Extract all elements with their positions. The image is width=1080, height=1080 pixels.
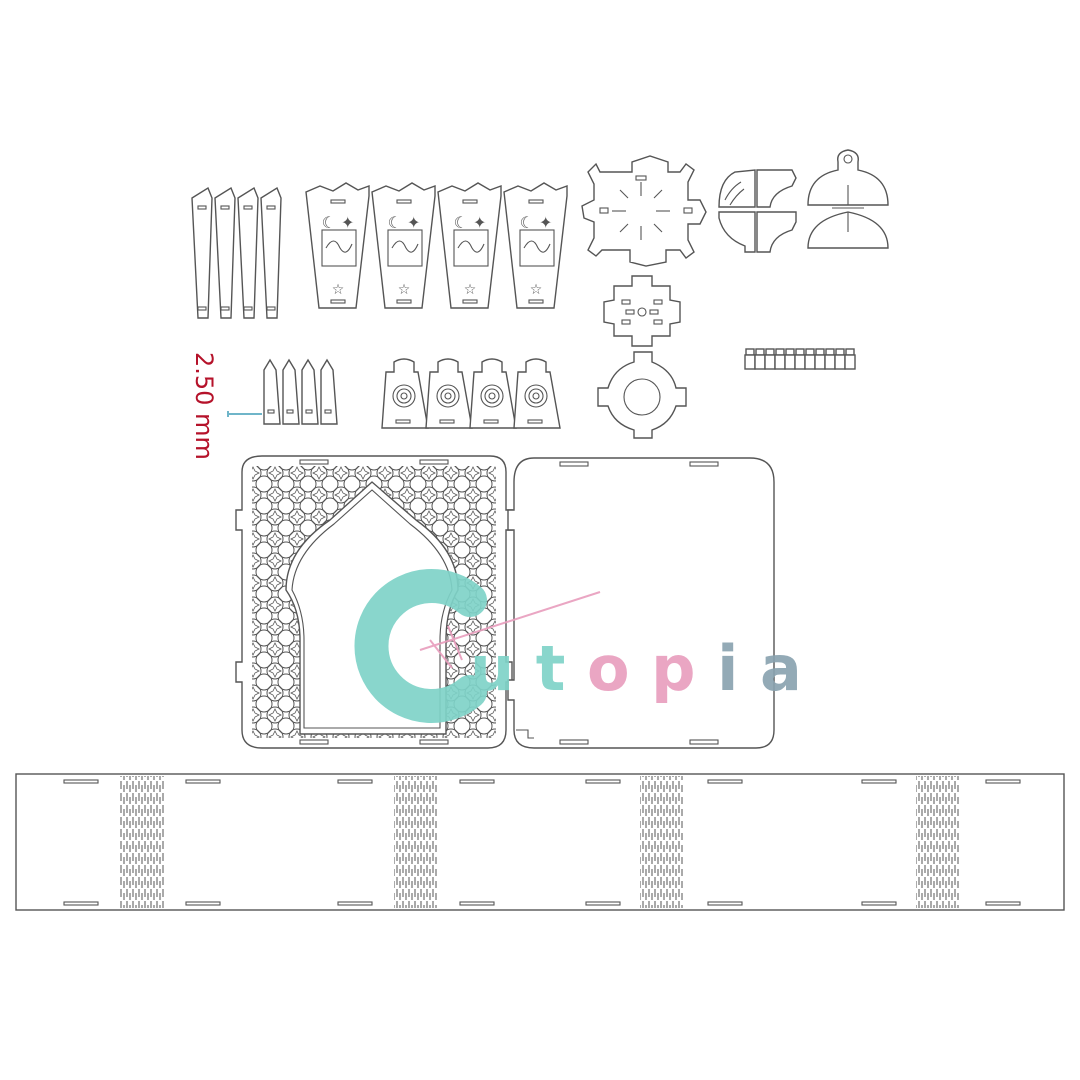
wm-letter-i: i	[717, 632, 738, 705]
svg-text:☾ ✦: ☾ ✦	[520, 213, 553, 232]
svg-text:☆: ☆	[398, 282, 411, 298]
dimension-annotation: 2.50 mm	[190, 352, 262, 460]
wm-letter-u: u	[470, 632, 514, 705]
quarter-fan-pieces	[718, 169, 797, 253]
wm-letter-p: p	[651, 632, 695, 705]
gear-ring-plate	[597, 351, 687, 439]
hanger-dome-pieces	[807, 149, 889, 249]
medallion-panel	[469, 358, 517, 429]
medallion-panels	[381, 358, 561, 429]
medallion-panel	[381, 358, 429, 429]
medallion-panel	[513, 358, 561, 429]
medallion-panel	[425, 358, 473, 429]
calligraphy-panel: ☾ ✦ ☆	[503, 182, 568, 309]
living-hinge-band	[15, 773, 1065, 911]
plain-door	[507, 457, 775, 749]
tall-legs	[191, 186, 282, 319]
brand-watermark: u t o p i a	[354, 569, 802, 723]
svg-text:☆: ☆	[332, 282, 345, 298]
watermark-c-mark	[354, 569, 487, 723]
dimension-label: 2.50 mm	[190, 352, 218, 460]
wm-letter-t: t	[536, 632, 566, 705]
peg-strip	[744, 348, 856, 370]
calligraphy-panel: ☾ ✦ ☆	[437, 182, 502, 309]
svg-text:☆: ☆	[530, 282, 543, 298]
calligraphy-panel: ☾ ✦ ☆	[371, 182, 436, 309]
wm-letter-o: o	[587, 632, 630, 705]
short-legs	[263, 358, 338, 425]
svg-text:u t o p: u t o p i a	[470, 632, 802, 705]
wm-letter-a: a	[760, 632, 802, 705]
svg-text:☾ ✦: ☾ ✦	[388, 213, 421, 232]
calligraphy-panels: ☾ ✦ ☆ ☾ ✦ ☆ ☾ ✦ ☆ ☾ ✦	[305, 182, 568, 309]
svg-text:☾ ✦: ☾ ✦	[322, 213, 355, 232]
small-connector-plate	[603, 275, 681, 347]
square-frame-plate	[581, 155, 707, 267]
svg-text:☆: ☆	[464, 282, 477, 298]
svg-text:☾ ✦: ☾ ✦	[454, 213, 487, 232]
calligraphy-panel: ☾ ✦ ☆	[305, 182, 370, 309]
